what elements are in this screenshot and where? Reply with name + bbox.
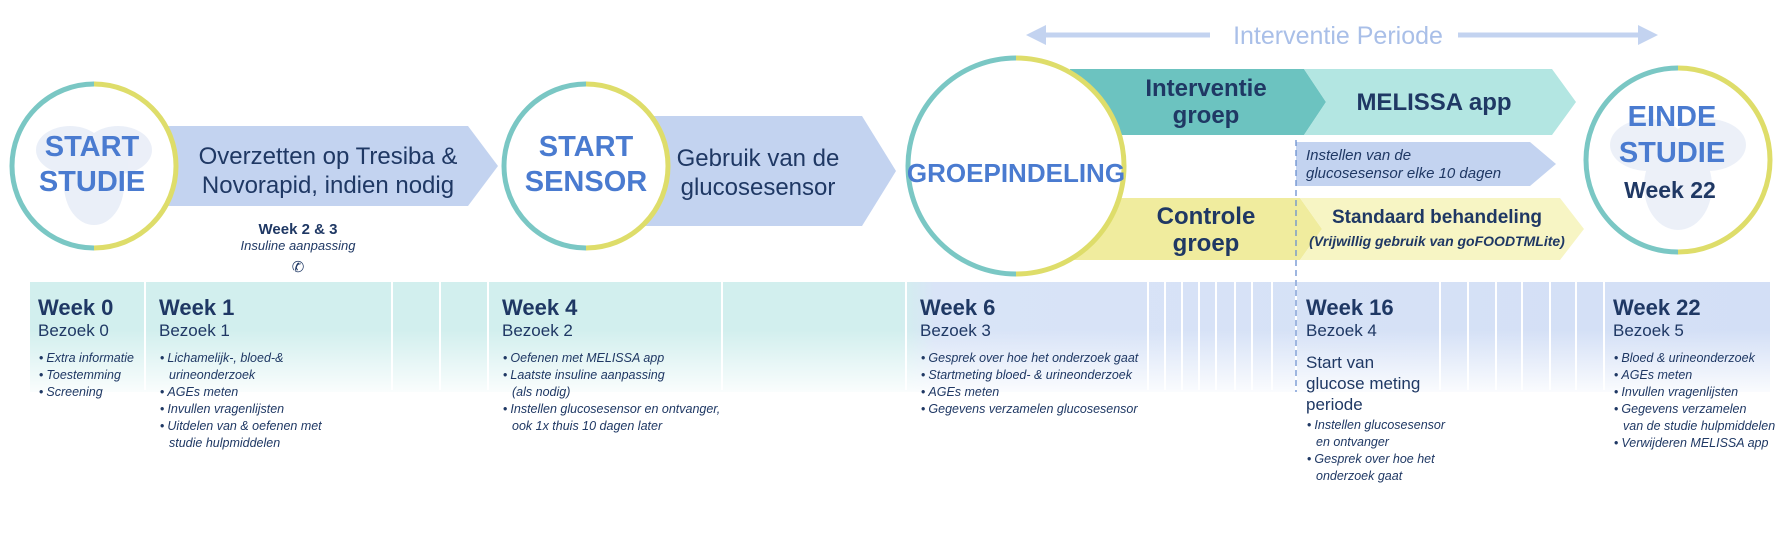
tresiba-line1: Overzetten op Tresiba & [199,143,458,170]
group-assignment-circle: GROEPINDELING [905,55,1127,277]
visit-label: Bezoek 1 [159,321,230,340]
list-item: Instellen glucosesensor en ontvanger [1306,417,1445,451]
tresiba-line2: Novorapid, indien nodig [202,172,454,199]
list-item: Uitdelen van & oefenen met studie hulpmi… [159,418,321,452]
list-item: Oefenen met MELISSA app [502,350,720,367]
timeline-column-week1: Week 1 Bezoek 1 Lichamelijk-, bloed-& ur… [159,296,322,452]
arrow-sensor-use: Gebruik van de glucosesensor [620,116,896,226]
bee-watermark-icon [36,126,152,225]
intervention-period-header: Interventie Periode [1026,22,1658,50]
arrow-intervention-group: Interventie groep [1070,69,1326,135]
list-item: AGEs meten [159,384,322,401]
visit-activities: Instellen glucosesensor en ontvanger Ges… [1306,417,1445,485]
week-label: Week 1 [159,295,235,320]
list-item: Gegevens verzamelen glucosesensor [920,401,1138,418]
standard-line1: Standaard behandeling [1332,207,1542,228]
timeline-column-week22: Week 22 Bezoek 5 Bloed & urineonderzoek … [1613,296,1775,452]
list-item: Gesprek over hoe het onderzoek gaat [1306,451,1445,485]
sensor-setup-line1: Instellen van de [1306,147,1411,164]
arrow-melissa-app: MELISSA app [1304,69,1576,135]
start-study-line1: START [45,131,140,163]
week-label: Week 22 [1613,295,1701,320]
list-item: AGEs meten [920,384,1138,401]
list-item: Lichamelijk-, bloed-& urineonderzoek [159,350,322,384]
standard-line2: (Vrijwillig gebruik van goFOODTMLite) [1309,233,1565,249]
arrow-left-icon [1026,25,1046,45]
visit-label: Bezoek 3 [920,321,991,340]
list-item: Instellen glucosesensor en ontvanger, oo… [502,401,720,435]
list-item: Screening [38,384,134,401]
list-item: Gesprek over hoe het onderzoek gaat [920,350,1138,367]
visit-label: Bezoek 5 [1613,321,1684,340]
end-study-line1: EINDE [1628,101,1717,133]
start-study-circle: START STUDIE [9,81,179,251]
arrow-control-group: Controle groep [1070,198,1322,260]
insulin-note: Week 2 & 3 Insuline aanpassing ✆ [241,221,357,276]
list-item: Toestemming [38,367,134,384]
bee-watermark-icon [1610,119,1746,230]
timeline-column-week0: Week 0 Bezoek 0 Extra informatie Toestem… [38,296,134,401]
arrow-tresiba: Overzetten op Tresiba & Novorapid, indie… [165,126,498,206]
list-item: Gegevens verzamelen van de studie hulpmi… [1613,401,1775,435]
period-label: Interventie Periode [1233,22,1443,50]
arrow-standard-treatment: Standaard behandeling (Vrijwillig gebrui… [1300,198,1584,260]
timeline-column-week6: Week 6 Bezoek 3 Gesprek over hoe het ond… [920,296,1138,418]
week-label: Week 4 [502,295,578,320]
visit-activities: Bloed & urineonderzoek AGEs meten Invull… [1613,350,1775,452]
list-item: Startmeting bloed- & urineonderzoek [920,367,1138,384]
group-assignment-label: GROEPINDELING [907,158,1125,188]
sensor-use-line1: Gebruik van de [677,145,840,172]
sensor-use-line2: glucosesensor [681,174,836,201]
intervention-group-line1: Interventie [1145,75,1266,102]
start-sensor-line2: SENSOR [525,166,648,198]
arrow-right-icon [1638,25,1658,45]
list-item: Verwijderen MELISSA app [1613,435,1775,452]
timeline-column-week4: Week 4 Bezoek 2 Oefenen met MELISSA app … [502,296,720,435]
visit-activities: Lichamelijk-, bloed-& urineonderzoek AGE… [159,350,322,452]
list-item: AGEs meten [1613,367,1775,384]
phone-icon: ✆ [292,259,305,276]
list-item: Bloed & urineonderzoek [1613,350,1775,367]
intervention-group-line2: groep [1173,102,1240,129]
visit-activities: Extra informatie Toestemming Screening [38,350,134,401]
list-item: Invullen vragenlijsten [159,401,322,418]
visit-label: Bezoek 2 [502,321,573,340]
arrow-sensor-setup: Instellen van de glucosesensor elke 10 d… [1296,142,1556,186]
week-label: Week 6 [920,295,996,320]
week-label: Week 0 [38,295,114,320]
control-group-line2: groep [1173,230,1240,257]
list-item: Extra informatie [38,350,134,367]
measurement-period-start: Start van glucose meting periode [1306,353,1421,414]
visit-activities: Oefenen met MELISSA app Laatste insuline… [502,350,720,435]
melissa-label: MELISSA app [1356,89,1511,116]
list-item: Invullen vragenlijsten [1613,384,1775,401]
insulin-note-title: Week 2 & 3 [259,221,338,238]
timeline-column-week16: Week 16 Bezoek 4 Start van glucose metin… [1306,296,1445,485]
end-study-week: Week 22 [1624,177,1716,203]
visit-label: Bezoek 0 [38,321,109,340]
visit-activities: Gesprek over hoe het onderzoek gaat Star… [920,350,1138,418]
end-study-circle: EINDE STUDIE Week 22 [1583,65,1773,255]
visit-label: Bezoek 4 [1306,321,1377,340]
list-item: Laatste insuline aanpassing (als nodig) [502,367,720,401]
start-study-line2: STUDIE [39,166,145,198]
sensor-setup-line2: glucosesensor elke 10 dagen [1306,165,1501,182]
start-sensor-circle: START SENSOR [501,81,671,251]
week-label: Week 16 [1306,295,1394,320]
control-group-line1: Controle [1157,203,1256,230]
end-study-line2: STUDIE [1619,137,1725,169]
start-sensor-line1: START [539,131,634,163]
insulin-note-subtitle: Insuline aanpassing [241,238,357,253]
